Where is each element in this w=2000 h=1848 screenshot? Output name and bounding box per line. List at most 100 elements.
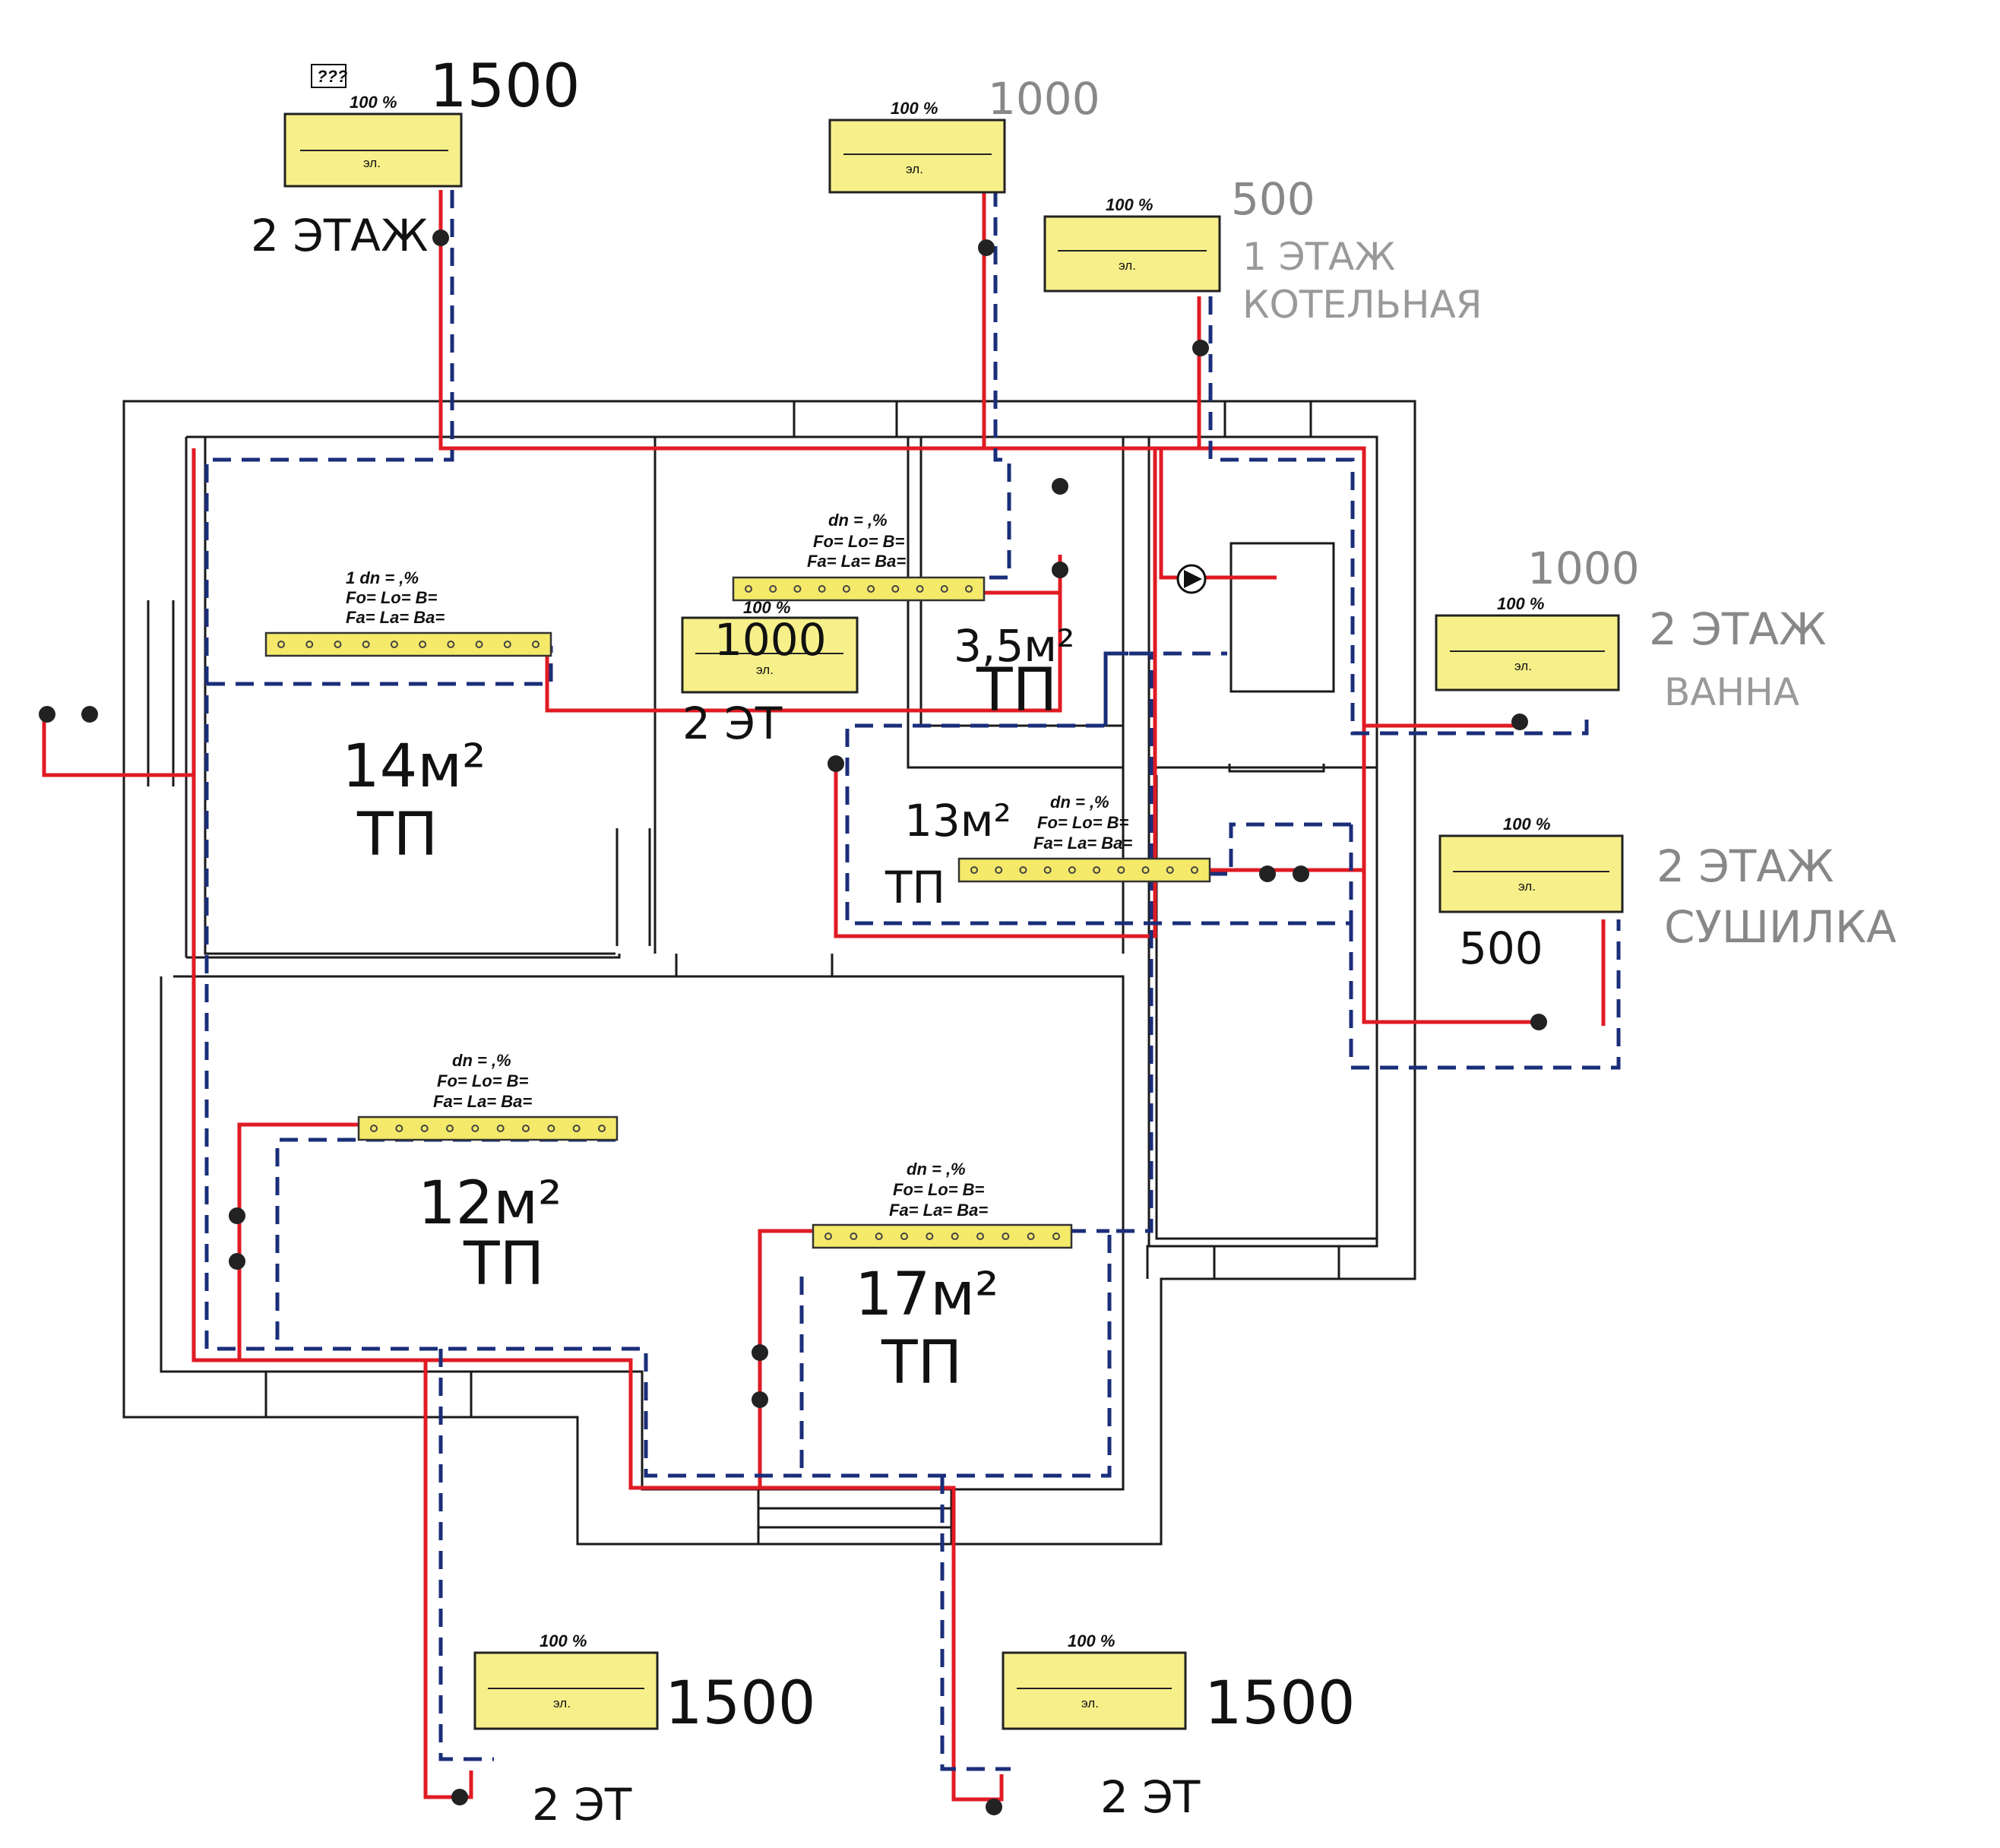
room2-type: ТП bbox=[976, 657, 1057, 725]
radiator-r7-label: эл. bbox=[553, 1696, 571, 1710]
manifold-port-icon bbox=[951, 1233, 959, 1240]
radiator-r8-percent: 100 % bbox=[1068, 1631, 1115, 1650]
valve-icon bbox=[1052, 478, 1068, 495]
manifold-port-icon bbox=[995, 866, 1003, 874]
manifold-port-icon bbox=[277, 641, 285, 648]
radiator-r1-percent: 100 % bbox=[350, 93, 397, 112]
room5-area: 17м² bbox=[855, 1261, 998, 1329]
radiator-r5: эл. 100 % 1000 2 ЭТАЖ ВАННА bbox=[1435, 543, 1826, 714]
room4-type: ТП bbox=[463, 1230, 544, 1299]
valve-icon bbox=[1293, 865, 1309, 882]
manifold-m3-line2: Fo= Lo= B= bbox=[1037, 813, 1129, 832]
manifold-port-icon bbox=[420, 1125, 429, 1132]
manifold-port-icon bbox=[970, 866, 978, 874]
manifold-port-icon bbox=[976, 1233, 984, 1240]
radiator-r3: эл. 100 % 500 1 ЭТАЖ КОТЕЛЬНАЯ bbox=[1043, 173, 1482, 327]
valve-icon bbox=[752, 1344, 768, 1361]
manifold-port-icon bbox=[447, 641, 455, 648]
radiator-r7-power: 1500 bbox=[665, 1669, 816, 1738]
radiator-r6-power: 500 bbox=[1459, 922, 1543, 974]
manifold-m4: dn = ,% Fo= Lo= B= Fa= La= Ba= bbox=[357, 1051, 619, 1141]
manifold-port-icon bbox=[1166, 866, 1174, 874]
manifold-m4-line2: Fo= Lo= B= bbox=[437, 1071, 529, 1090]
manifold-port-icon bbox=[446, 1125, 454, 1132]
manifold-port-icon bbox=[842, 585, 850, 593]
radiator-r6-note2: СУШИЛКА bbox=[1664, 901, 1897, 953]
manifold-port-icon bbox=[305, 641, 314, 648]
manifold-port-icon bbox=[370, 1125, 378, 1132]
manifold-port-icon bbox=[1052, 1233, 1060, 1240]
valve-icon bbox=[81, 706, 98, 723]
valve-icon bbox=[1259, 865, 1276, 882]
radiator-r3-label: эл. bbox=[1119, 258, 1136, 273]
room-room4: 12м² ТП bbox=[418, 1169, 562, 1299]
manifold-port-icon bbox=[1043, 866, 1052, 874]
supply-pipes bbox=[42, 160, 1606, 1802]
manifold-port-icon bbox=[1068, 866, 1076, 874]
room-room1: 14м² ТП bbox=[342, 733, 486, 869]
radiator-r1-note: 2 ЭТАЖ bbox=[251, 210, 428, 261]
manifold-m4-line3: Fa= La= Ba= bbox=[433, 1092, 532, 1111]
radiator-r3-percent: 100 % bbox=[1106, 195, 1153, 214]
manifold-m5-line1: dn = ,% bbox=[907, 1160, 966, 1179]
radiator-r3-power: 500 bbox=[1231, 173, 1315, 225]
valve-icon bbox=[828, 755, 844, 772]
manifold-port-icon bbox=[1117, 866, 1125, 874]
radiator-r5-note: 2 ЭТАЖ bbox=[1649, 603, 1826, 655]
radiator-r2-power: 1000 bbox=[988, 73, 1100, 125]
manifold-port-icon bbox=[1027, 1233, 1035, 1240]
room3-area: 13м² bbox=[904, 795, 1011, 846]
manifold-port-icon bbox=[891, 585, 900, 593]
radiator-r8-power: 1500 bbox=[1204, 1669, 1356, 1738]
radiator-r7-note: 2 ЭТ bbox=[532, 1779, 632, 1831]
walls bbox=[122, 400, 1416, 1546]
radiator-r6: эл. 100 % 500 2 ЭТАЖ СУШИЛКА bbox=[1438, 815, 1897, 974]
radiator-r4: эл. 100 % 1000 2 ЭТ bbox=[681, 598, 859, 749]
manifold-m1-line1: 1 dn = ,% bbox=[346, 568, 419, 587]
radiator-r4-percent: 100 % bbox=[743, 598, 790, 617]
manifold-port-icon bbox=[334, 641, 342, 648]
radiator-r1: эл. 100 % 1500 2 ЭТАЖ ??? bbox=[251, 52, 581, 261]
manifold-port-icon bbox=[532, 641, 540, 648]
room-room2: 3,5м² ТП bbox=[954, 620, 1074, 725]
manifold-port-icon bbox=[793, 585, 802, 593]
manifold-m1-line2: Fo= Lo= B= bbox=[346, 588, 438, 607]
manifold-port-icon bbox=[867, 585, 875, 593]
manifold-port-icon bbox=[818, 585, 826, 593]
manifold-port-icon bbox=[900, 1233, 908, 1240]
manifold-port-icon bbox=[395, 1125, 403, 1132]
radiator-r5-label: эл. bbox=[1514, 659, 1532, 673]
manifold-m5-line2: Fo= Lo= B= bbox=[893, 1180, 985, 1199]
manifold-m2-line1: dn = ,% bbox=[828, 511, 888, 530]
manifold-port-icon bbox=[916, 585, 924, 593]
manifold-port-icon bbox=[522, 1125, 530, 1132]
valve-icon bbox=[229, 1207, 245, 1224]
radiator-r7: эл. 100 % 1500 2 ЭТ bbox=[473, 1631, 816, 1831]
manifold-port-icon bbox=[471, 1125, 479, 1132]
room2-area: 3,5м² bbox=[954, 620, 1074, 672]
manifold-port-icon bbox=[1093, 866, 1101, 874]
room3-type: ТП bbox=[884, 862, 945, 913]
manifold-port-icon bbox=[926, 1233, 934, 1240]
manifold-port-icon bbox=[824, 1233, 832, 1240]
radiator-r4-note: 2 ЭТ bbox=[682, 698, 783, 749]
radiator-r8-note: 2 ЭТ bbox=[1100, 1771, 1201, 1823]
radiator-r2: эл. 100 % 1000 bbox=[828, 73, 1100, 194]
manifold-port-icon bbox=[1019, 866, 1027, 874]
valve-icon bbox=[432, 229, 449, 246]
radiator-r8-label: эл. bbox=[1081, 1696, 1099, 1710]
radiator-r4-label: эл. bbox=[756, 663, 774, 677]
radiator-r3-note2: КОТЕЛЬНАЯ bbox=[1242, 283, 1482, 327]
manifold-port-icon bbox=[850, 1233, 858, 1240]
valve-icon bbox=[752, 1391, 768, 1408]
manifold-m1-line3: Fa= La= Ba= bbox=[346, 608, 445, 627]
valve-icon bbox=[229, 1253, 245, 1270]
radiator-r5-note2: ВАННА bbox=[1664, 670, 1799, 714]
valve-icon bbox=[986, 1799, 1002, 1815]
valve-icon bbox=[451, 1789, 468, 1805]
manifold-m1: 1 dn = ,% Fo= Lo= B= Fa= La= Ba= bbox=[264, 568, 552, 657]
radiator-r2-percent: 100 % bbox=[891, 99, 938, 118]
room1-type: ТП bbox=[356, 801, 438, 869]
manifold-port-icon bbox=[503, 641, 511, 648]
